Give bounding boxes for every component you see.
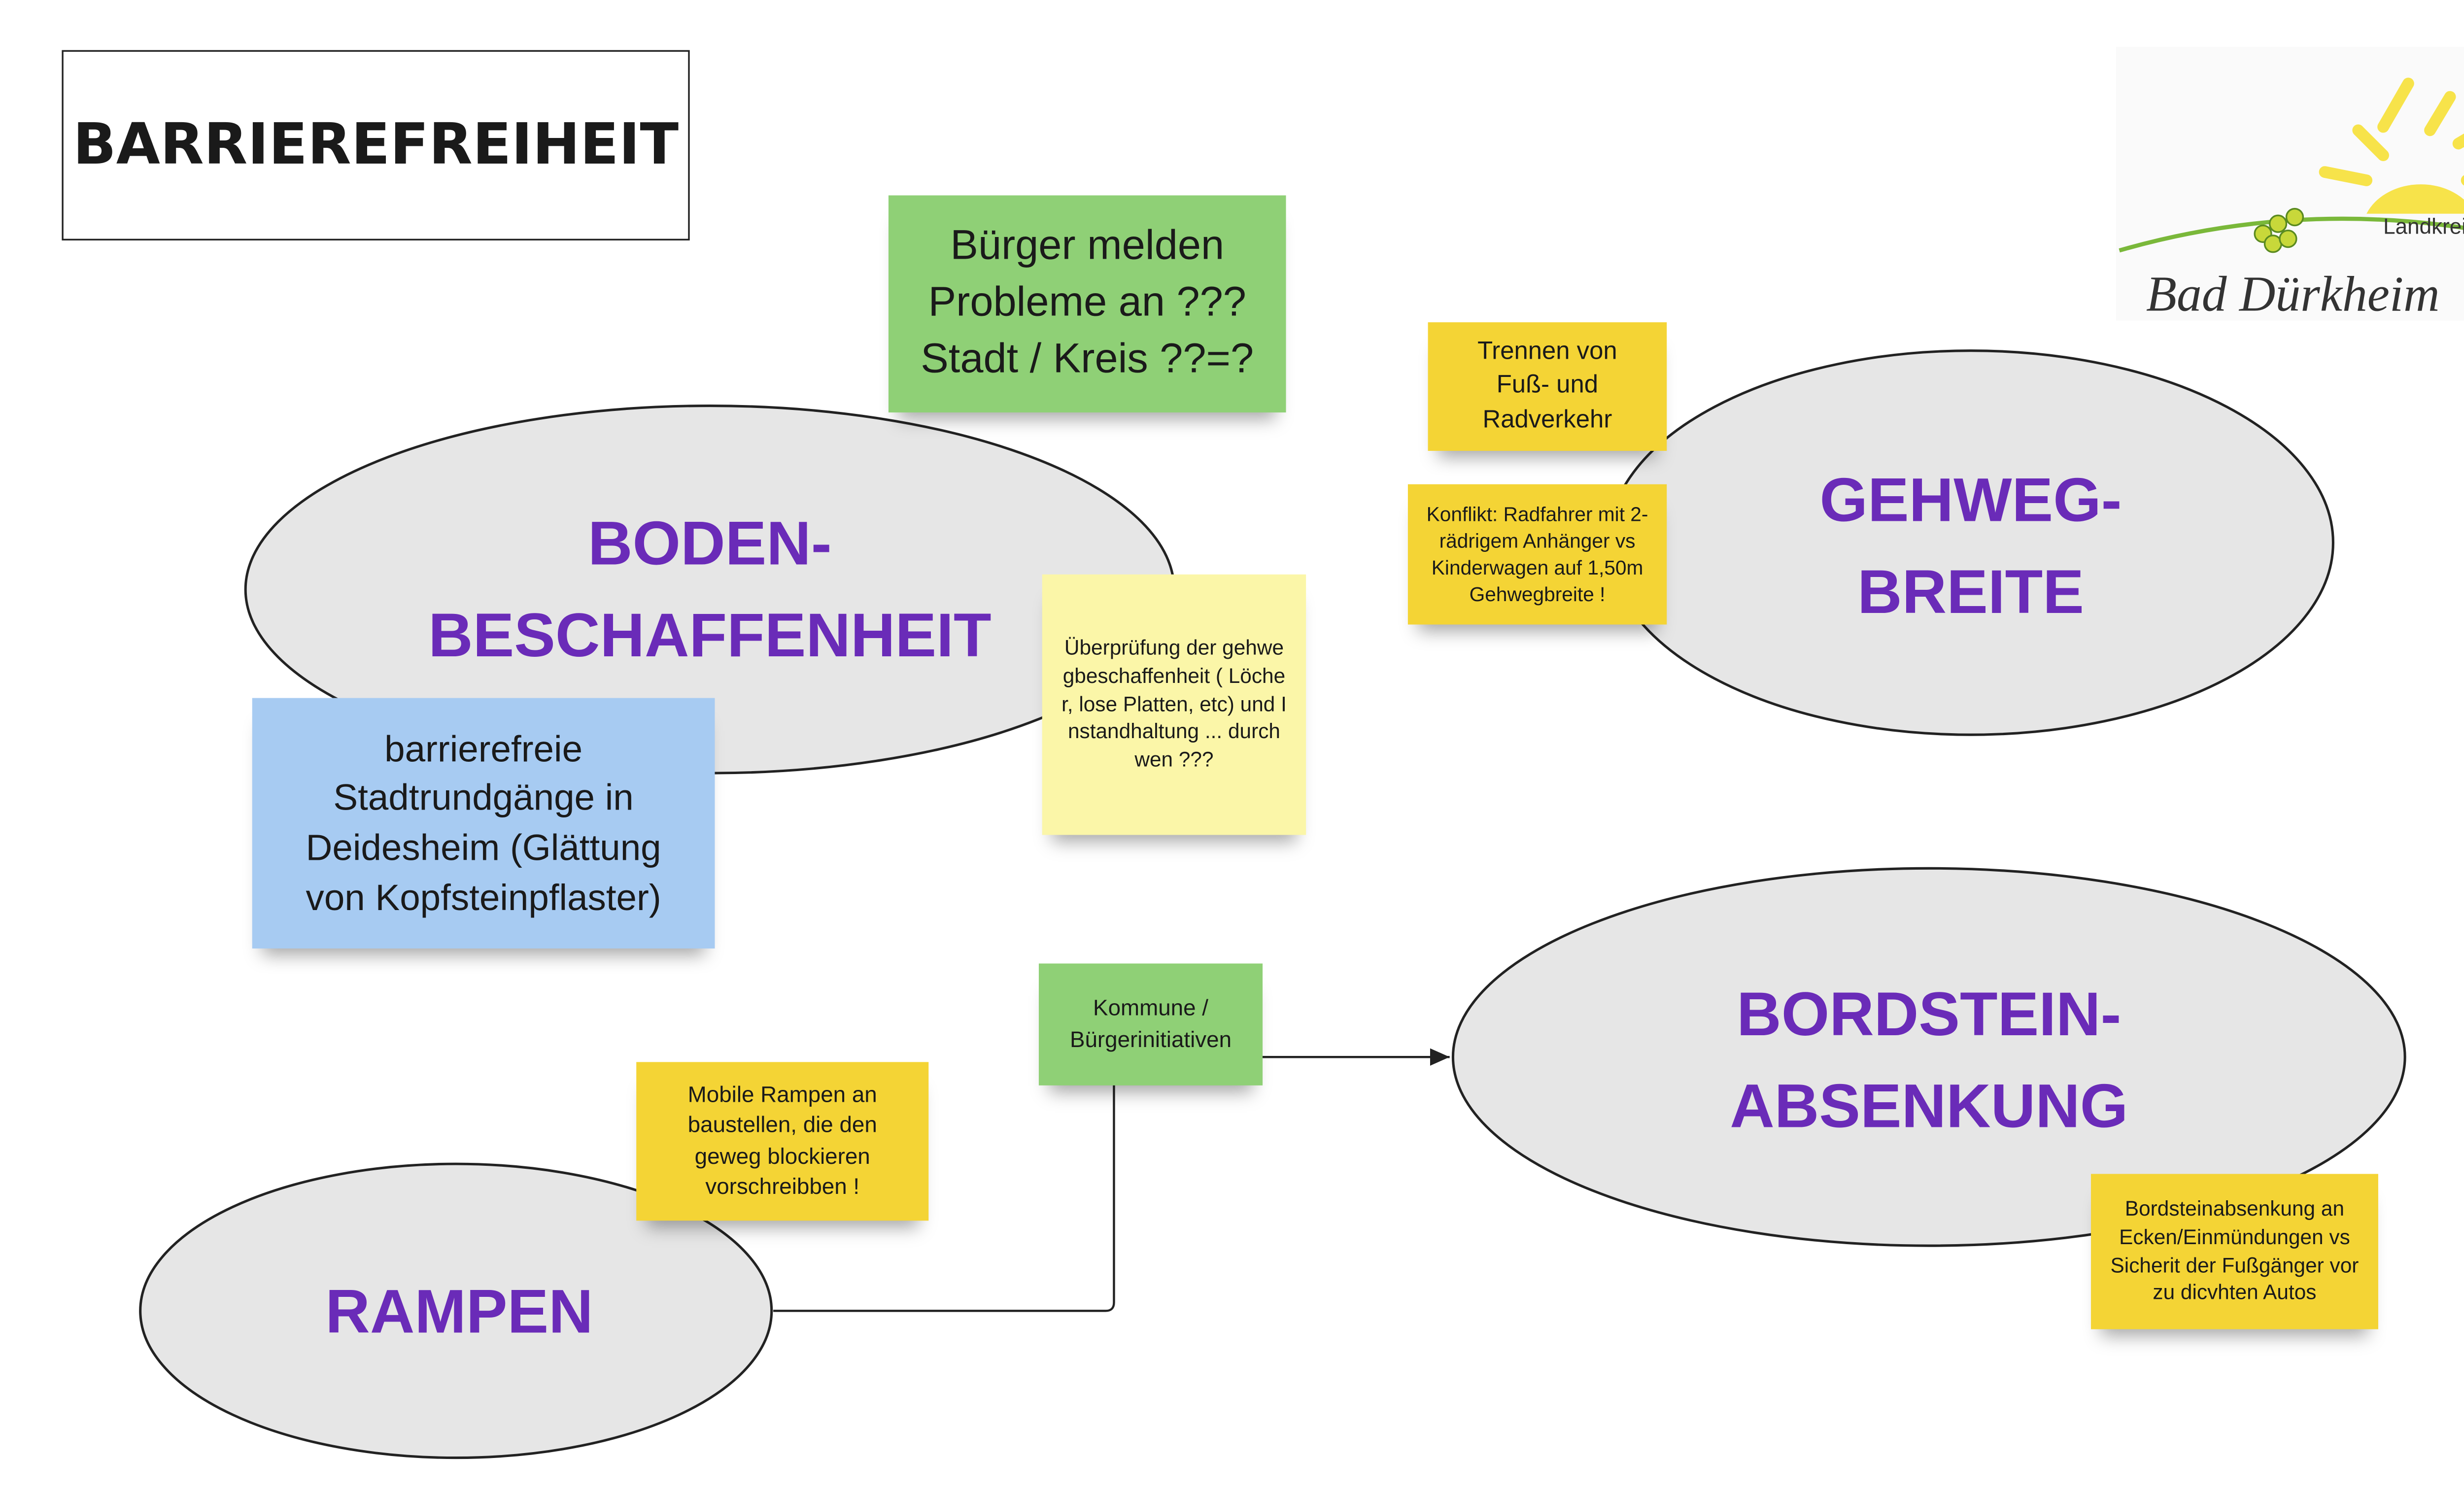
landkreis-logo: Landkreis Bad Dürkheim <box>2116 46 2464 321</box>
sticky-note-trennen[interactable]: Trennen von Fuß- und Radverkehr <box>1428 322 1667 451</box>
topic-boden[interactable]: BODEN- BESCHAFFENHEIT <box>428 509 992 670</box>
sticky-note-mobile-rampen[interactable]: Mobile Rampen an baustellen, die den gew… <box>636 1062 929 1221</box>
sun-logo-icon: Landkreis Bad Dürkheim <box>2119 77 2464 321</box>
ellipse-rampen[interactable] <box>139 1162 773 1459</box>
sticky-note-kommune[interactable]: Kommune / Bürgerinitiativen <box>1038 963 1263 1085</box>
sticky-note-stadtrundgaenge[interactable]: barrierefreie Stadtrundgänge in Deideshe… <box>252 698 715 949</box>
sticky-note-buerger[interactable]: Bürger melden Probleme an ??? Stadt / Kr… <box>888 195 1286 413</box>
svg-text:Bad Dürkheim: Bad Dürkheim <box>2146 266 2440 320</box>
ellipse-bordstein[interactable] <box>1451 867 2406 1247</box>
sticky-note-bordstein[interactable]: Bordsteinabsenkung an Ecken/Einmündungen… <box>2091 1174 2378 1329</box>
sticky-note-konflikt[interactable]: Konflikt: Radfahrer mit 2-rädrigem Anhän… <box>1407 484 1667 625</box>
sticky-note-ueberpruefung[interactable]: Überprüfung der gehwegbeschaffenheit ( L… <box>1042 574 1306 835</box>
topic-gehweg[interactable]: GEHWEG- BREITE <box>1819 466 2122 626</box>
topic-rampen[interactable]: RAMPEN <box>325 1277 593 1346</box>
svg-text:Landkreis: Landkreis <box>2383 214 2464 238</box>
topic-bordstein[interactable]: BORDSTEIN- ABSENKUNG <box>1730 980 2128 1141</box>
board-title[interactable]: BARRIEREFREIHEIT <box>62 50 690 241</box>
